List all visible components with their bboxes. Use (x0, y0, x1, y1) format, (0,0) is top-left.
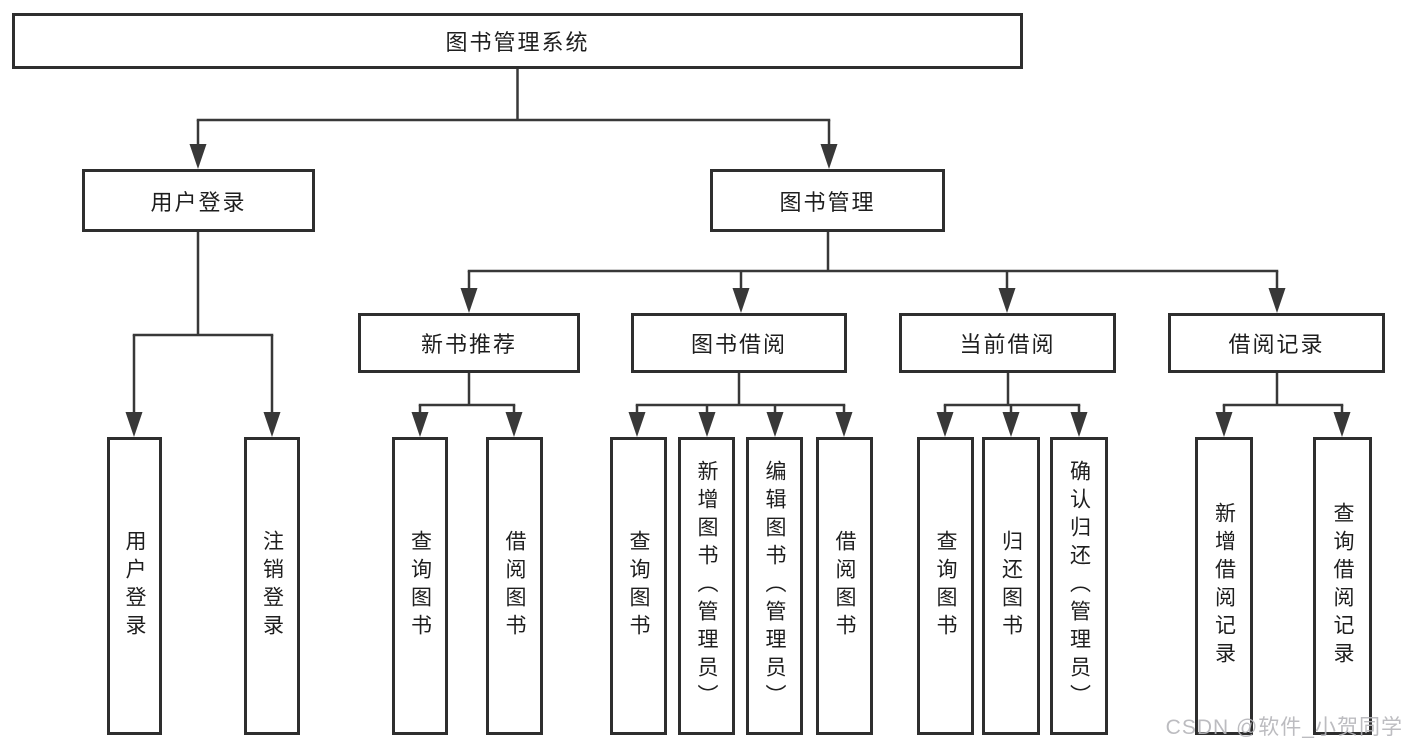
node-query-books-3: 查询图书 (917, 437, 974, 735)
node-user-login-leaf: 用户登录 (107, 437, 162, 735)
node-current-borrow: 当前借阅 (899, 313, 1116, 373)
node-label: 归还图书 (999, 530, 1023, 642)
node-label: 图书管理 (779, 189, 876, 215)
node-label: 当前借阅 (959, 332, 1056, 357)
node-confirm-return-admin: 确认归还（管理员） (1050, 437, 1108, 735)
node-borrow-books-1: 借阅图书 (486, 437, 543, 735)
node-query-books-1: 查询图书 (392, 437, 448, 735)
csdn-watermark: CSDN @软件_小贺同学 (1165, 716, 1403, 739)
node-label: 编辑图书（管理员） (763, 460, 786, 712)
node-label: 查询图书 (408, 530, 432, 642)
node-query-books-2: 查询图书 (610, 437, 667, 735)
node-label: 借阅图书 (833, 530, 856, 642)
node-label: 查询借阅记录 (1331, 502, 1354, 670)
node-book-management: 图书管理 (710, 169, 945, 232)
node-label: 新增图书（管理员） (695, 460, 718, 712)
node-label: 确认归还（管理员） (1067, 460, 1091, 712)
node-label: 注销登录 (260, 530, 284, 642)
node-label: 用户登录 (150, 189, 247, 215)
node-label: 图书管理系统 (445, 30, 590, 55)
node-label: 借阅图书 (503, 530, 526, 642)
node-return-books: 归还图书 (982, 437, 1040, 735)
node-book-borrow: 图书借阅 (631, 313, 847, 373)
node-label: 借阅记录 (1228, 332, 1325, 357)
node-new-book-recommend: 新书推荐 (358, 313, 580, 373)
node-borrow-records: 借阅记录 (1168, 313, 1385, 373)
node-query-borrow-record: 查询借阅记录 (1313, 437, 1372, 735)
node-root-library-system: 图书管理系统 (12, 13, 1023, 69)
node-label: 图书借阅 (690, 332, 787, 357)
node-add-books-admin: 新增图书（管理员） (678, 437, 735, 735)
node-label: 查询图书 (934, 530, 957, 642)
node-user-login: 用户登录 (82, 169, 315, 232)
node-logout-leaf: 注销登录 (244, 437, 300, 735)
node-edit-books-admin: 编辑图书（管理员） (746, 437, 803, 735)
node-label: 用户登录 (123, 530, 146, 642)
node-label: 查询图书 (627, 530, 650, 642)
node-borrow-books-2: 借阅图书 (816, 437, 873, 735)
node-label: 新书推荐 (420, 332, 517, 357)
node-label: 新增借阅记录 (1212, 502, 1236, 670)
node-add-borrow-record: 新增借阅记录 (1195, 437, 1253, 735)
